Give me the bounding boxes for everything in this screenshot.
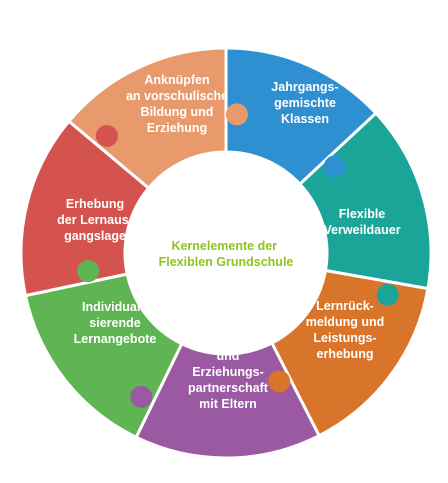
segment-label-line: gemischte bbox=[274, 96, 336, 110]
center-title-line-2: Flexiblen Grundschule bbox=[159, 255, 294, 269]
puzzle-tab-lernrueckmeldung-leistungserhebung bbox=[268, 370, 291, 393]
segment-label-line: erhebung bbox=[317, 347, 374, 361]
puzzle-tab-individualisierende-lernangebote bbox=[77, 260, 100, 283]
segment-label-line: Erziehungs- bbox=[192, 365, 264, 379]
segment-label-line: und bbox=[217, 349, 240, 363]
center-title-line-1: Kernelemente der bbox=[171, 239, 277, 253]
segment-label-line: partnerschaft bbox=[188, 381, 269, 395]
segment-label-line: sierende bbox=[89, 316, 140, 330]
segment-label-erhebung-lernausgangslage: Erhebung der Lernaus-gangslage bbox=[57, 197, 133, 243]
segment-label-line: Leistungs- bbox=[313, 331, 376, 345]
center-circle bbox=[125, 152, 327, 354]
segment-label-line: Individuali- bbox=[82, 300, 148, 314]
segment-label-line: Erziehung bbox=[147, 121, 207, 135]
segment-label-line: meldung und bbox=[306, 315, 384, 329]
segment-label-line: mit Eltern bbox=[199, 397, 257, 411]
puzzle-tab-jahrgangsgemischte-klassen bbox=[323, 155, 346, 178]
puzzle-tab-anknuepfen-vorschulische-bildung bbox=[225, 103, 248, 126]
puzzle-tab-flexible-verweildauer bbox=[376, 283, 399, 306]
segment-label-line: Verweildauer bbox=[323, 223, 400, 237]
puzzle-tab-bildungs-erziehungspartnerschaft bbox=[130, 385, 153, 408]
segment-label-line: der Lernaus- bbox=[57, 213, 133, 227]
segment-label-line: Bildungs- bbox=[199, 333, 257, 347]
segment-label-line: Lernrück- bbox=[316, 299, 374, 313]
segment-label-line: Anknüpfen bbox=[144, 73, 209, 87]
center-title: Kernelemente der Flexiblen Grundschule bbox=[159, 239, 294, 269]
puzzle-tab-erhebung-lernausgangslage bbox=[95, 124, 118, 147]
segment-label-line: Bildung und bbox=[141, 105, 214, 119]
segment-label-line: Lernangebote bbox=[74, 332, 157, 346]
segment-label-line: Jahrgangs- bbox=[271, 80, 338, 94]
segment-label-line: an vorschulische bbox=[126, 89, 228, 103]
segment-label-line: gangslage bbox=[64, 229, 126, 243]
segment-label-line: Klassen bbox=[281, 112, 329, 126]
segment-label-line: Erhebung bbox=[66, 197, 124, 211]
segment-label-line: Flexible bbox=[339, 207, 386, 221]
